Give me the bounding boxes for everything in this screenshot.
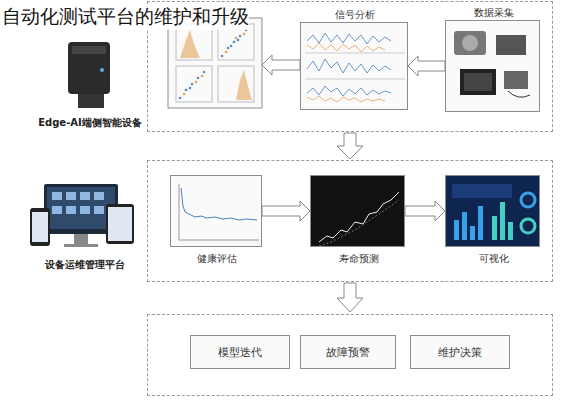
stage-box: 信号分析 — [300, 22, 408, 110]
edge-device-image — [68, 42, 110, 108]
box-illustration — [446, 176, 539, 246]
diagram-title: 自动化测试平台的维护和升级 — [2, 4, 249, 30]
box-illustration — [311, 176, 404, 246]
box-label: 模型迭代 — [191, 345, 289, 360]
scatter-plots — [176, 24, 254, 102]
platform-screens-image — [30, 184, 134, 247]
flow-arrow — [262, 201, 310, 221]
down-arrow — [337, 133, 363, 159]
box-illustration — [301, 23, 407, 109]
stage-box: 健康评估 — [170, 175, 262, 247]
flow-arrow — [408, 56, 445, 76]
box-label: 健康评估 — [171, 252, 263, 266]
stage-box: 可视化 — [445, 175, 540, 247]
device-caption: 设备运维管理平台 — [20, 258, 150, 272]
box-illustration — [171, 176, 261, 246]
process-box: 模型迭代 — [190, 335, 290, 369]
process-box: 故障预警 — [300, 335, 396, 369]
stage-box: 数据采集 — [445, 20, 540, 112]
process-box: 维护决策 — [410, 335, 510, 369]
device-caption: Edge-AI端侧智能设备 — [30, 116, 150, 130]
box-label: 数据采集 — [446, 6, 541, 20]
flow-arrow — [262, 55, 300, 75]
box-label: 寿命预测 — [311, 252, 406, 266]
flow-arrow — [405, 201, 445, 221]
down-arrow — [337, 283, 363, 312]
box-label: 可视化 — [446, 252, 541, 266]
box-illustration — [446, 21, 539, 111]
box-label: 故障预警 — [301, 345, 395, 360]
stage-box: 寿命预测 — [310, 175, 405, 247]
box-label: 维护决策 — [411, 345, 509, 360]
plot-box — [168, 18, 262, 108]
box-label: 信号分析 — [301, 8, 409, 22]
